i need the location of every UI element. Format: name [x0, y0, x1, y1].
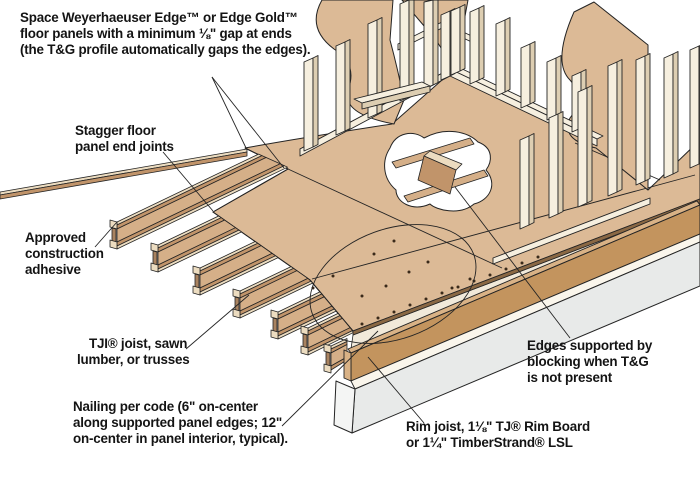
wall-studs-front-right: [519, 45, 700, 230]
foundation-wall: [333, 233, 700, 434]
label-line: TJI® joist, sawn: [89, 336, 188, 351]
leader-tji: [185, 294, 250, 350]
label-line: lumber, or trusses: [77, 352, 190, 367]
wall-framing: [299, 0, 700, 265]
label-line: (the T&G profile automatically gaps the …: [20, 42, 311, 57]
leader-rim: [367, 356, 425, 424]
panel-joint-line: [311, 174, 696, 280]
blocking-face: [417, 155, 457, 195]
label-line: panel end joints: [75, 139, 174, 154]
label-line: adhesive: [25, 262, 81, 277]
label-line: along supported panel edges; 12": [73, 415, 283, 430]
label-line: Stagger floor: [75, 123, 156, 138]
panel-thickness-edge: [352, 198, 700, 336]
rim-board-end: [343, 349, 352, 382]
label-line: construction: [25, 246, 104, 261]
tji-joists: [0, 148, 354, 374]
label-line: Nailing per code (6" on-center: [73, 399, 258, 414]
label-line: or 1¼" TimberStrand® LSL: [406, 435, 573, 450]
wall-studs-back-right: [469, 5, 587, 133]
loose-plank: [361, 85, 431, 110]
sill-plate: [350, 233, 700, 390]
wall-studs-left: [303, 0, 466, 152]
label-nailing: Nailing per code (6" on-center along sup…: [73, 399, 288, 447]
label-line: Approved: [25, 230, 86, 245]
label-edge-blocking: Edges supported by blocking when T&G is …: [527, 338, 652, 386]
label-rim: Rim joist, 1⅛" TJ® Rim Board or 1¼" Timb…: [406, 419, 590, 451]
label-line: blocking when T&G: [527, 354, 649, 369]
leader-edge-blocking: [454, 186, 571, 339]
floor-cutaway-blocking: [384, 130, 493, 212]
leader-panel-spacing: [211, 76, 248, 151]
label-stagger: Stagger floor panel end joints: [75, 123, 174, 155]
label-line: Space Weyerhaeuser Edge™ or Edge Gold™: [20, 10, 298, 25]
label-line: Edges supported by: [527, 338, 653, 353]
leader-panel-spacing: [211, 76, 285, 169]
panel-joint-line: [287, 168, 503, 269]
leader-stagger: [162, 151, 214, 212]
label-line: floor panels with a minimum ⅛" gap at en…: [20, 26, 292, 41]
leader-nailing: [281, 330, 379, 427]
label-line: on-center in panel interior, typical).: [73, 431, 288, 446]
leader-lines: [94, 76, 571, 427]
label-adhesive: Approved construction adhesive: [25, 230, 104, 278]
nailing-detail-ellipse: [309, 224, 477, 344]
label-panel-spacing: Space Weyerhaeuser Edge™ or Edge Gold™ f…: [20, 10, 311, 58]
foundation-end: [333, 380, 356, 434]
label-line: is not present: [527, 370, 612, 385]
loose-plate-on-floor: [492, 197, 651, 265]
label-tji: TJI® joist, sawn lumber, or trusses: [77, 336, 190, 368]
leader-adhesive: [94, 221, 118, 248]
label-line: Rim joist, 1⅛" TJ® Rim Board: [406, 419, 590, 434]
nail-pattern: [311, 239, 540, 326]
